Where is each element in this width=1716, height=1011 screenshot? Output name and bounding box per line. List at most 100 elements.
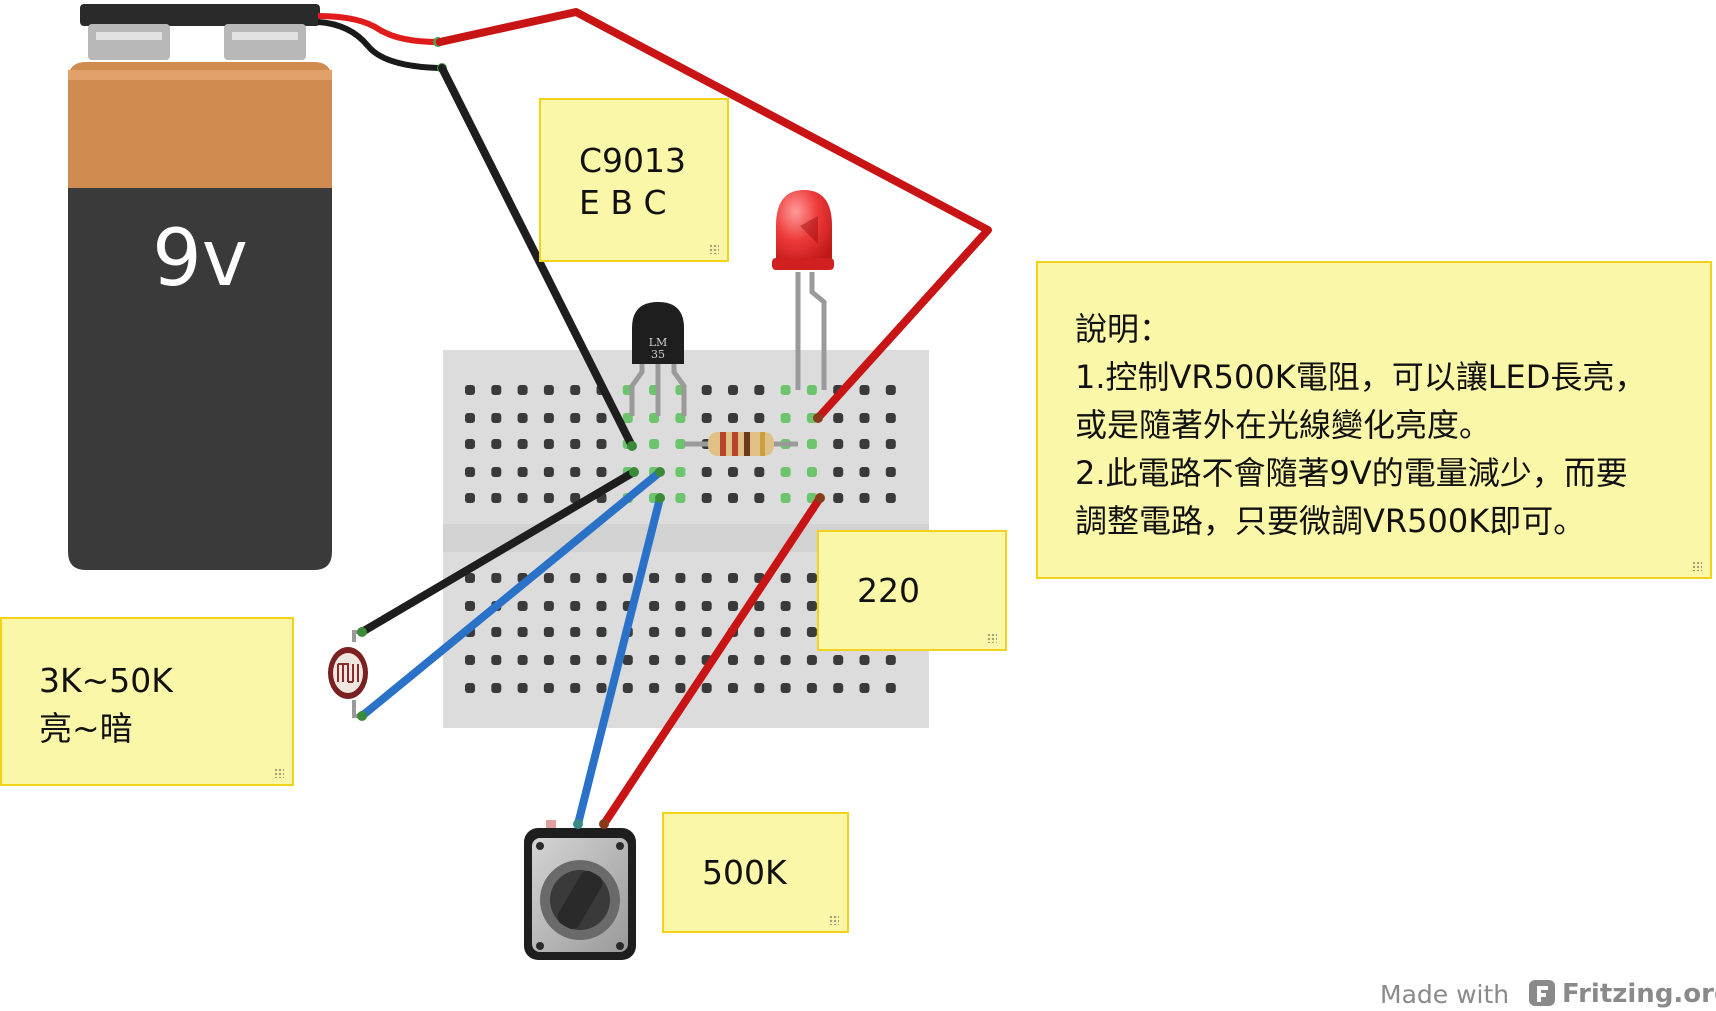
breadboard-hole (754, 627, 765, 637)
note-photoresistor[interactable]: 3K~50K 亮~暗 (0, 617, 294, 786)
wire-joint (655, 493, 665, 503)
note-description-line4: 調整電路，只要微調VR500K即可。 (1075, 502, 1586, 540)
breadboard-hole (543, 655, 554, 665)
wire-joint (655, 467, 665, 477)
breadboard-hole (675, 627, 686, 637)
lm35-sensor: LM 35 (629, 302, 687, 416)
breadboard-hole (859, 439, 870, 449)
black-wire-ground (438, 64, 636, 450)
breadboard-hole (649, 627, 660, 637)
note-resize-handle[interactable] (987, 633, 997, 643)
breadboard-hole (649, 573, 660, 583)
breadboard-hole (806, 385, 817, 395)
breadboard-hole (728, 601, 738, 611)
breadboard-hole (728, 683, 738, 693)
breadboard-hole (517, 601, 528, 611)
note-resistor[interactable]: 220 (817, 530, 1007, 651)
breadboard-hole (780, 655, 791, 665)
breadboard-hole (728, 467, 738, 477)
breadboard-hole (754, 493, 765, 503)
battery-label: 9v (152, 214, 248, 304)
note-resize-handle[interactable] (1692, 561, 1702, 571)
breadboard-hole (701, 627, 712, 637)
breadboard-hole (491, 573, 502, 583)
breadboard-hole (517, 655, 528, 665)
breadboard-hole (701, 573, 712, 583)
breadboard-hole (833, 655, 844, 665)
breadboard-hole (833, 413, 844, 423)
breadboard-holes (465, 385, 896, 693)
black-wire-ldr (358, 468, 638, 636)
note-description-title: 說明： (1075, 310, 1172, 348)
breadboard-hole (675, 439, 686, 449)
resistor-220 (684, 432, 798, 456)
breadboard-hole (570, 601, 581, 611)
potentiometer-500k (524, 820, 636, 960)
breadboard-hole (806, 601, 817, 611)
breadboard-hole (465, 493, 475, 503)
wire-joint (627, 441, 637, 451)
breadboard-hole (780, 413, 791, 423)
battery-black-lead (317, 19, 439, 71)
note-transistor[interactable]: C9013 E B C (539, 98, 729, 262)
breadboard-hole (649, 439, 660, 449)
breadboard-hole (622, 573, 633, 583)
red-wire-power (436, 8, 992, 422)
breadboard-hole (806, 573, 817, 583)
breadboard-hole (859, 413, 870, 423)
breadboard-hole (465, 467, 475, 477)
breadboard-hole (596, 683, 607, 693)
note-resize-handle[interactable] (829, 915, 839, 925)
breadboard-hole (675, 683, 686, 693)
breadboard-hole (465, 601, 475, 611)
breadboard-hole (701, 385, 712, 395)
breadboard-hole (780, 493, 791, 503)
breadboard-hole (754, 467, 765, 477)
note-transistor-line1: C9013 (579, 141, 687, 180)
breadboard-hole (543, 627, 554, 637)
note-resize-handle[interactable] (274, 768, 284, 778)
breadboard-hole (491, 683, 502, 693)
breadboard-hole (543, 439, 554, 449)
breadboard-hole (885, 467, 896, 477)
breadboard-hole (806, 627, 817, 637)
breadboard-hole (806, 467, 817, 477)
breadboard-hole (728, 655, 738, 665)
breadboard-hole (885, 493, 896, 503)
wire-joint (599, 819, 609, 829)
note-description-line2: 或是隨著外在光線變化亮度。 (1075, 406, 1492, 444)
note-potentiometer[interactable]: 500K (662, 812, 849, 933)
fritzing-logo-icon (1529, 980, 1555, 1006)
breadboard-hole (465, 439, 475, 449)
wire-joint (573, 819, 583, 829)
note-description[interactable]: 說明： 1.控制VR500K電阻，可以讓LED長亮， 或是隨著外在光線變化亮度。… (1036, 261, 1712, 579)
wire-joint (357, 711, 367, 721)
breadboard-hole (780, 467, 791, 477)
photoresistor (328, 630, 368, 718)
breadboard-hole (570, 467, 581, 477)
breadboard-hole (833, 467, 844, 477)
breadboard-hole (491, 413, 502, 423)
breadboard-hole (596, 655, 607, 665)
breadboard-hole (649, 683, 660, 693)
breadboard-hole (675, 655, 686, 665)
breadboard-hole (885, 683, 896, 693)
breadboard-hole (675, 467, 686, 477)
blue-wire-pot (574, 494, 664, 828)
breadboard-hole (543, 413, 554, 423)
breadboard-hole (675, 601, 686, 611)
note-potentiometer-line1: 500K (702, 853, 787, 892)
breadboard-hole (570, 627, 581, 637)
breadboard-hole (701, 601, 712, 611)
wire-joint (357, 627, 367, 637)
footer-brand: Fritzing.org (1562, 979, 1716, 1009)
breadboard-hole (465, 573, 475, 583)
breadboard-hole (701, 683, 712, 693)
breadboard-hole (596, 573, 607, 583)
breadboard-hole (491, 627, 502, 637)
note-resize-handle[interactable] (709, 244, 719, 254)
breadboard-hole (596, 627, 607, 637)
breadboard-hole (543, 493, 554, 503)
breadboard-hole (517, 439, 528, 449)
